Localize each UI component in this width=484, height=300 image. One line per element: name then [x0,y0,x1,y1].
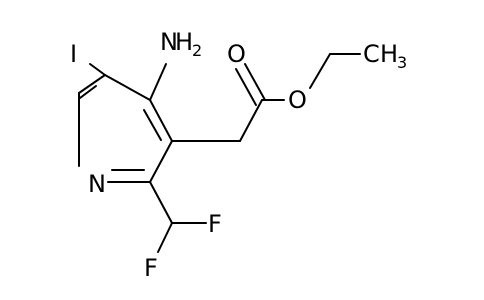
amino-n-label: N [160,28,178,56]
bond-c2-chf2 [149,181,173,224]
ring-nitrogen-label: N [88,170,106,198]
amino-h-label: H [175,28,193,56]
bond-c5-c6-inner [79,85,97,99]
amino-subscript: 2 [192,41,202,60]
bond-c4-c5 [104,74,151,101]
bond-c2-c3 [149,140,173,183]
bond-c4-nh2 [149,63,167,101]
bond-ch2-carbonyl [239,99,263,142]
bond-co-double-b [235,68,257,106]
iodine-label: I [70,40,77,68]
bond-chf2-f-lower [157,222,173,253]
ester-oxygen-label: O [288,86,307,114]
fluorine-upper-label: F [208,210,222,238]
methyl-subscript: 3 [397,53,407,72]
bond-c3-c4-inner [143,109,162,141]
bond-c5-i [89,63,106,76]
fluorine-lower-label: F [144,254,158,282]
bond-c3-c4 [149,99,173,142]
bond-c5-c6 [78,74,106,94]
methyl-c-label: C [363,40,380,68]
carbonyl-oxygen-label: O [227,40,246,68]
methyl-h-label: H [380,40,398,68]
bond-ester-o-ch2 [309,53,331,89]
bond-co-double-a [244,63,266,101]
